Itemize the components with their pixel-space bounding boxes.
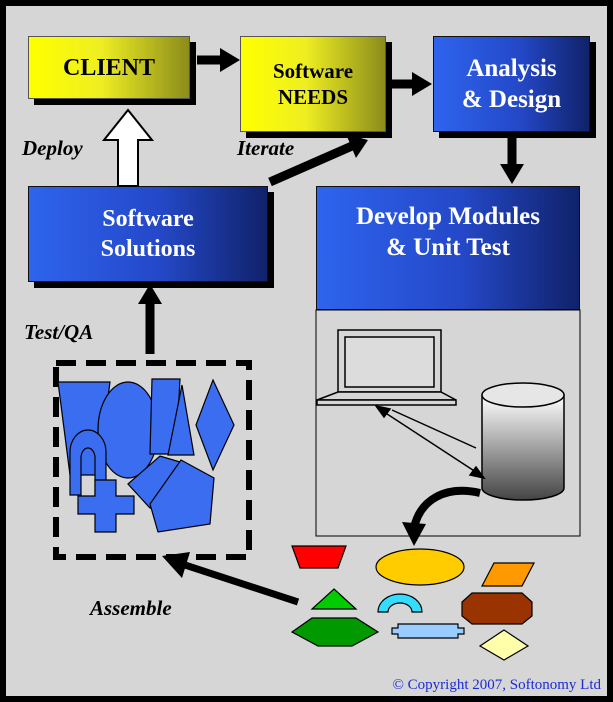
client-box: CLIENT: [28, 36, 190, 99]
laptop-icon: [316, 329, 457, 406]
deploy-arrow: [101, 108, 155, 187]
laptop-database-link: [374, 404, 486, 480]
assembled-shapes: [57, 378, 235, 533]
develop-modules-box: Develop Modules & Unit Test: [316, 186, 580, 310]
database-cylinder-icon: [481, 382, 565, 501]
deploy-label: Deploy: [22, 136, 83, 160]
develop-modules-label: Develop Modules & Unit Test: [355, 203, 541, 262]
arrow-needs-to-analysis: [392, 72, 432, 96]
test-qa-label: Test/QA: [24, 320, 94, 344]
loose-parts: [290, 545, 535, 661]
software-needs-label: Software NEEDS: [272, 58, 354, 109]
client-label: CLIENT: [62, 54, 156, 81]
orange-parallelogram-part: [481, 562, 535, 587]
red-trapezoid-part: [291, 545, 347, 569]
arrow-client-to-needs: [197, 48, 240, 72]
software-solutions-label: Software Solutions: [100, 206, 196, 262]
green-triangle-part: [310, 588, 358, 610]
brown-octagon-part: [461, 592, 533, 625]
iterate-label: Iterate: [237, 136, 295, 160]
analysis-design-label: Analysis & Design: [461, 54, 562, 113]
arrow-assemble: [162, 552, 300, 606]
cyan-arch-part: [377, 593, 423, 613]
analysis-design-box: Analysis & Design: [433, 36, 590, 132]
software-needs-box: Software NEEDS: [240, 36, 386, 132]
arrow-test-qa: [138, 284, 162, 354]
light-blue-bar-part: [391, 623, 465, 639]
arrow-to-parts: [402, 486, 481, 546]
arrow-iterate: [268, 134, 368, 187]
assembly-dashed-box: [53, 360, 252, 560]
software-solutions-box: Software Solutions: [28, 186, 268, 282]
arrow-analysis-to-develop: [500, 138, 524, 184]
assemble-label: Assemble: [90, 596, 172, 620]
yellow-ellipse-part: [375, 548, 465, 586]
copyright-text: © Copyright 2007, Softonomy Ltd: [392, 677, 601, 693]
dark-green-pentagon-part: [290, 617, 380, 647]
pale-yellow-diamond-part: [478, 629, 530, 661]
